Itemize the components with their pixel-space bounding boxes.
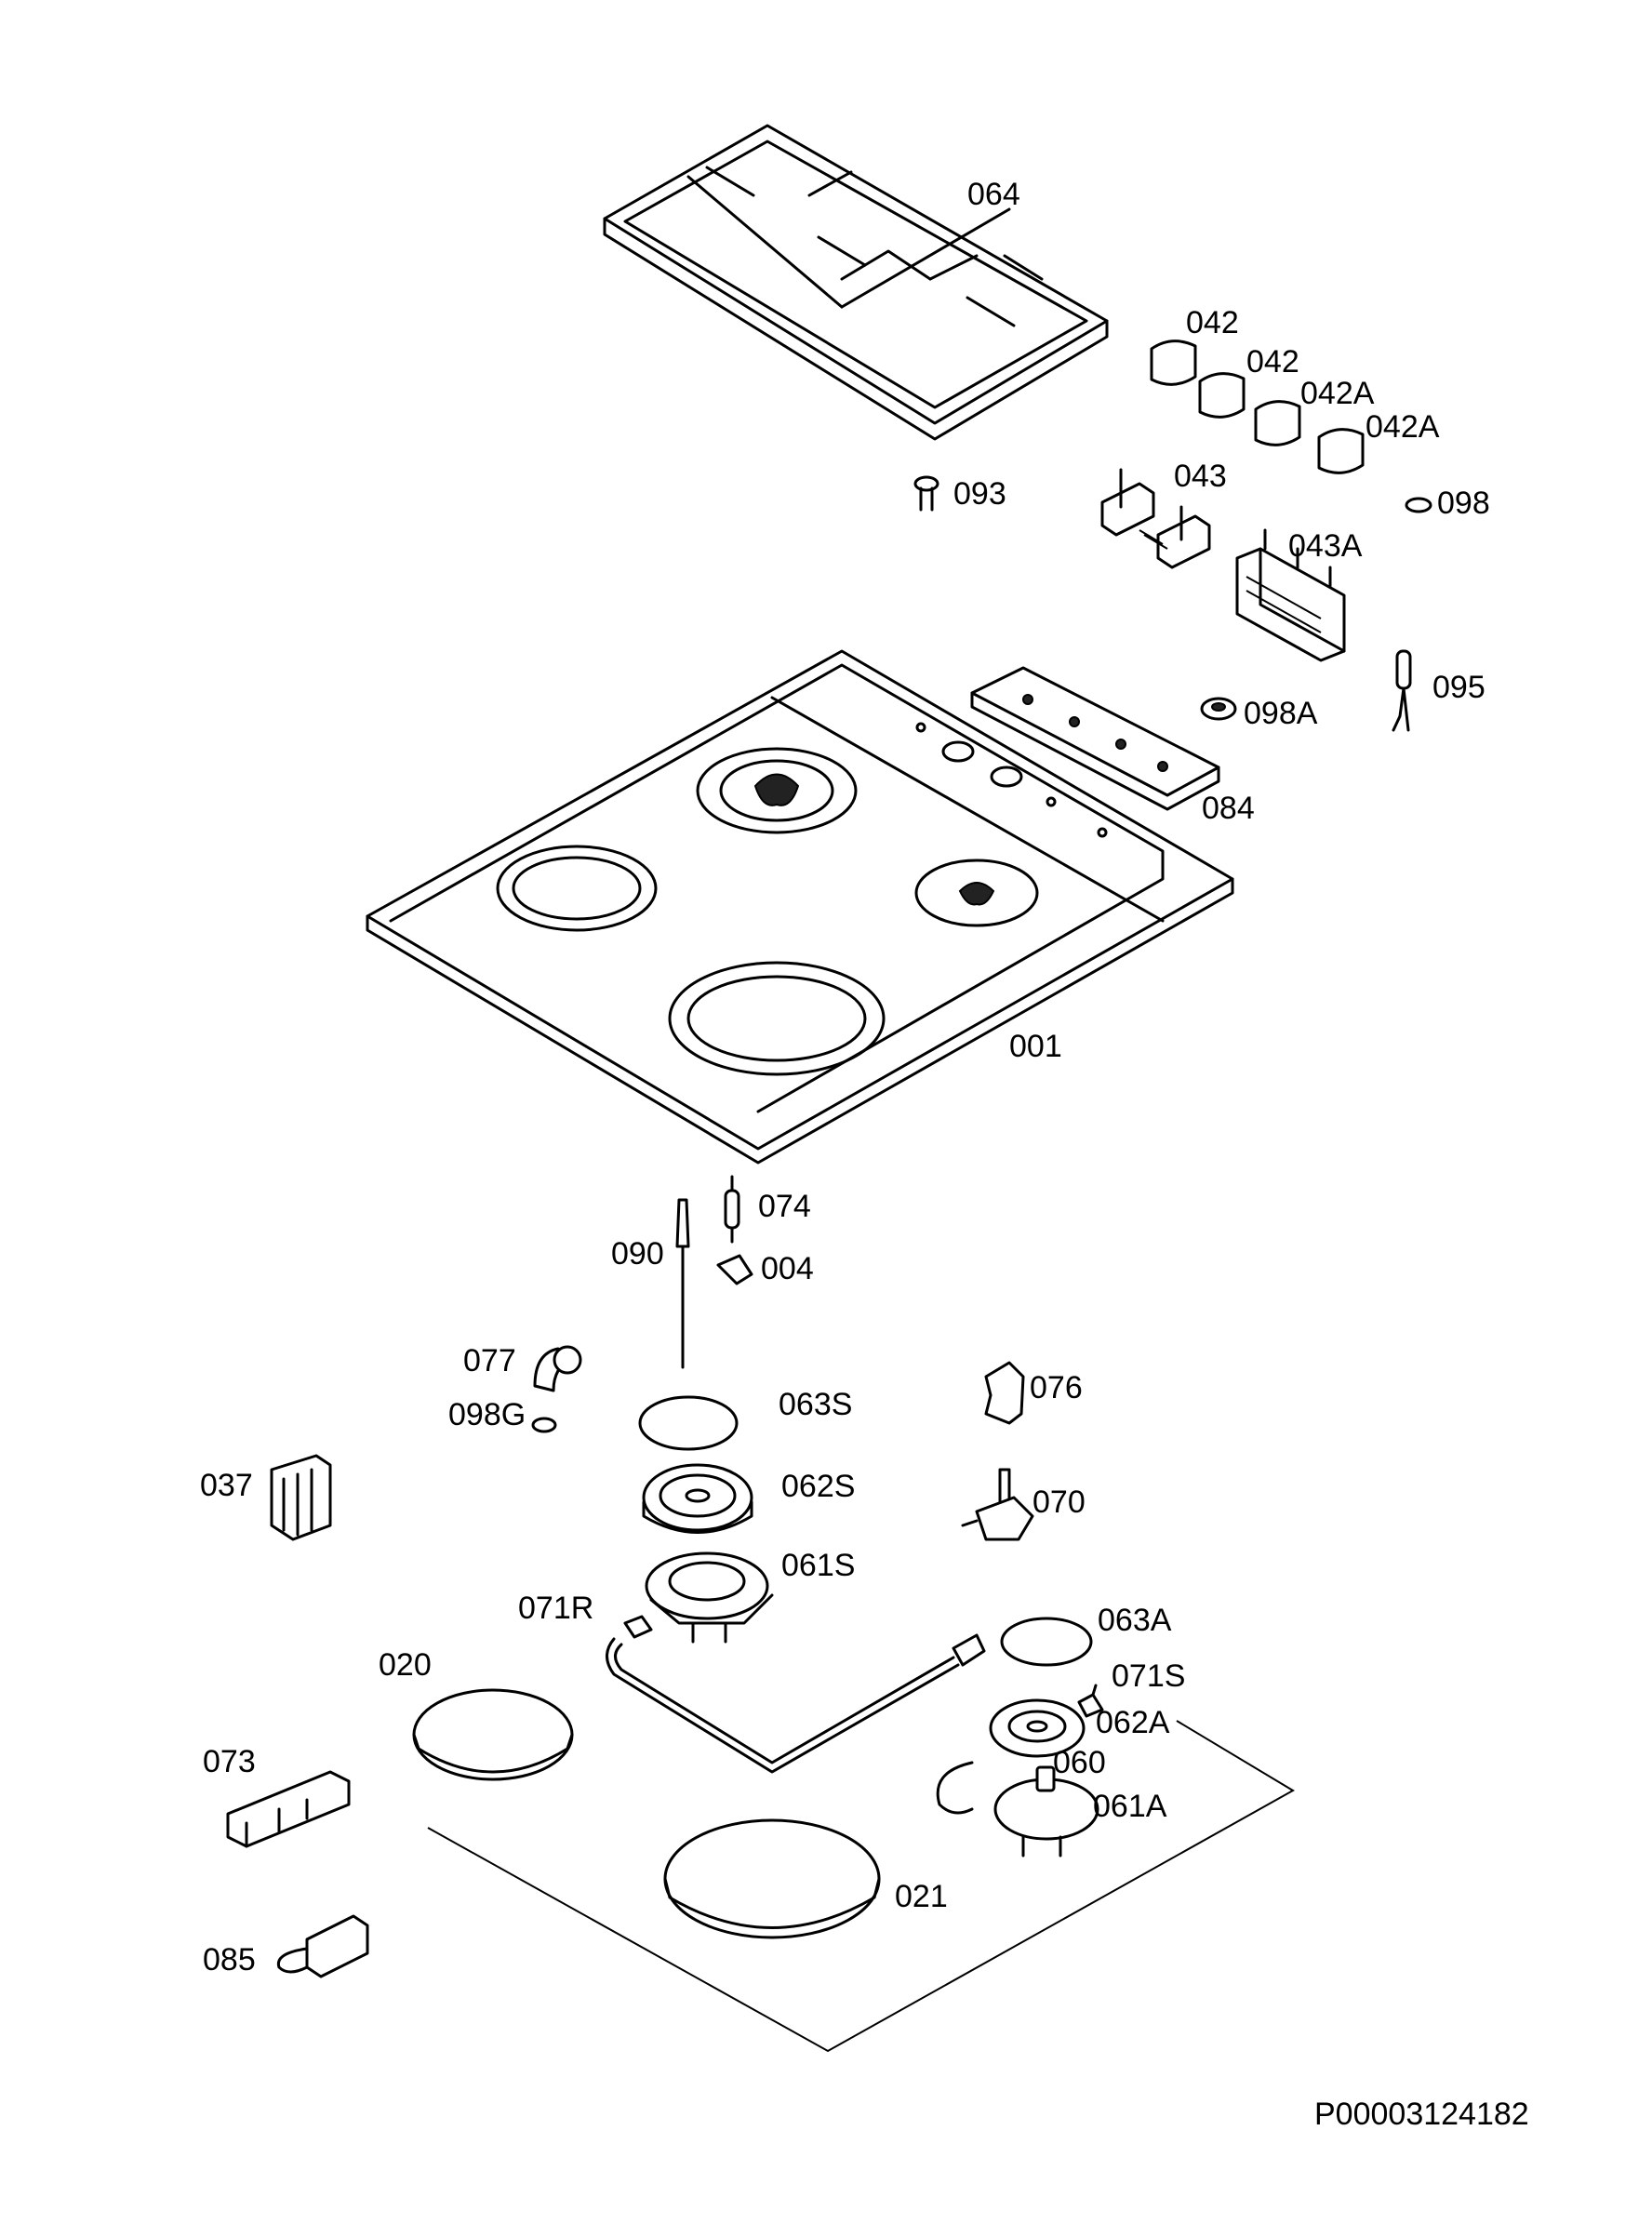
- control-panel-strip: [970, 666, 1220, 811]
- label-085: 085: [203, 1942, 256, 1977]
- label-061S: 061S: [781, 1548, 856, 1583]
- thermocouple: [675, 1198, 690, 1369]
- gas-tap: [961, 1468, 1034, 1541]
- label-042: 042: [1246, 344, 1299, 379]
- gas-pipe: [606, 1615, 986, 1774]
- burner-cap-auxiliary: [1000, 1617, 1093, 1667]
- label-077: 077: [463, 1343, 516, 1378]
- label-090: 090: [611, 1236, 664, 1272]
- terminal-block: [270, 1454, 332, 1541]
- burner-cap-small: [638, 1395, 739, 1451]
- label-073: 073: [203, 1744, 256, 1779]
- assembly-outline: [427, 1720, 1295, 2053]
- label-064: 064: [967, 177, 1020, 212]
- label-042A: 042A: [1366, 409, 1440, 445]
- burner-crown-small: [642, 1463, 753, 1534]
- injector: [1077, 1684, 1104, 1718]
- label-093: 093: [953, 476, 1006, 512]
- screw: [913, 475, 939, 512]
- elbow-fitting: [533, 1345, 582, 1392]
- label-074: 074: [758, 1189, 811, 1224]
- label-084: 084: [1202, 791, 1255, 826]
- label-070: 070: [1032, 1485, 1086, 1520]
- bracket: [984, 1361, 1025, 1425]
- grommet: [1200, 697, 1237, 721]
- switch-block: [1235, 528, 1346, 662]
- label-037: 037: [200, 1468, 253, 1503]
- label-004: 004: [761, 1251, 814, 1286]
- label-021: 021: [895, 1879, 948, 1914]
- label-042: 042: [1186, 305, 1239, 340]
- ignition-generator: [226, 1770, 351, 1848]
- burner-base-auxiliary: [936, 1761, 1099, 1858]
- ignition-electrode: [1392, 649, 1412, 732]
- burner-lid-medium: [412, 1688, 574, 1781]
- control-knobs: [1150, 340, 1365, 474]
- label-020: 020: [379, 1647, 432, 1683]
- label-063S: 063S: [779, 1387, 853, 1422]
- clip: [716, 1254, 753, 1285]
- label-043A: 043A: [1288, 528, 1363, 564]
- label-076: 076: [1030, 1370, 1083, 1405]
- hob-top-plate: [366, 649, 1234, 1165]
- connector: [276, 1914, 369, 1978]
- burner-crown-auxiliary: [989, 1698, 1086, 1758]
- pan-support-grid: [603, 124, 1109, 441]
- label-062A: 062A: [1096, 1705, 1170, 1740]
- label-098A: 098A: [1244, 696, 1318, 731]
- label-063A: 063A: [1098, 1603, 1172, 1638]
- washer: [1405, 497, 1432, 513]
- burner-lid-large: [663, 1818, 881, 1939]
- ignition-switches: [1100, 468, 1211, 569]
- label-042A: 042A: [1300, 376, 1375, 411]
- label-095: 095: [1432, 670, 1485, 705]
- label-043: 043: [1174, 459, 1227, 494]
- gasket: [531, 1417, 557, 1433]
- burner-base-small: [645, 1551, 774, 1644]
- label-001: 001: [1009, 1029, 1062, 1064]
- label-062S: 062S: [781, 1469, 856, 1504]
- label-061A: 061A: [1093, 1789, 1167, 1824]
- label-098: 098: [1437, 486, 1490, 521]
- label-098G: 098G: [448, 1397, 526, 1432]
- electrode: [724, 1175, 740, 1244]
- label-071S: 071S: [1112, 1658, 1186, 1694]
- document-id: P00003124182: [1314, 2097, 1529, 2132]
- label-071R: 071R: [518, 1591, 594, 1626]
- label-060: 060: [1053, 1745, 1106, 1780]
